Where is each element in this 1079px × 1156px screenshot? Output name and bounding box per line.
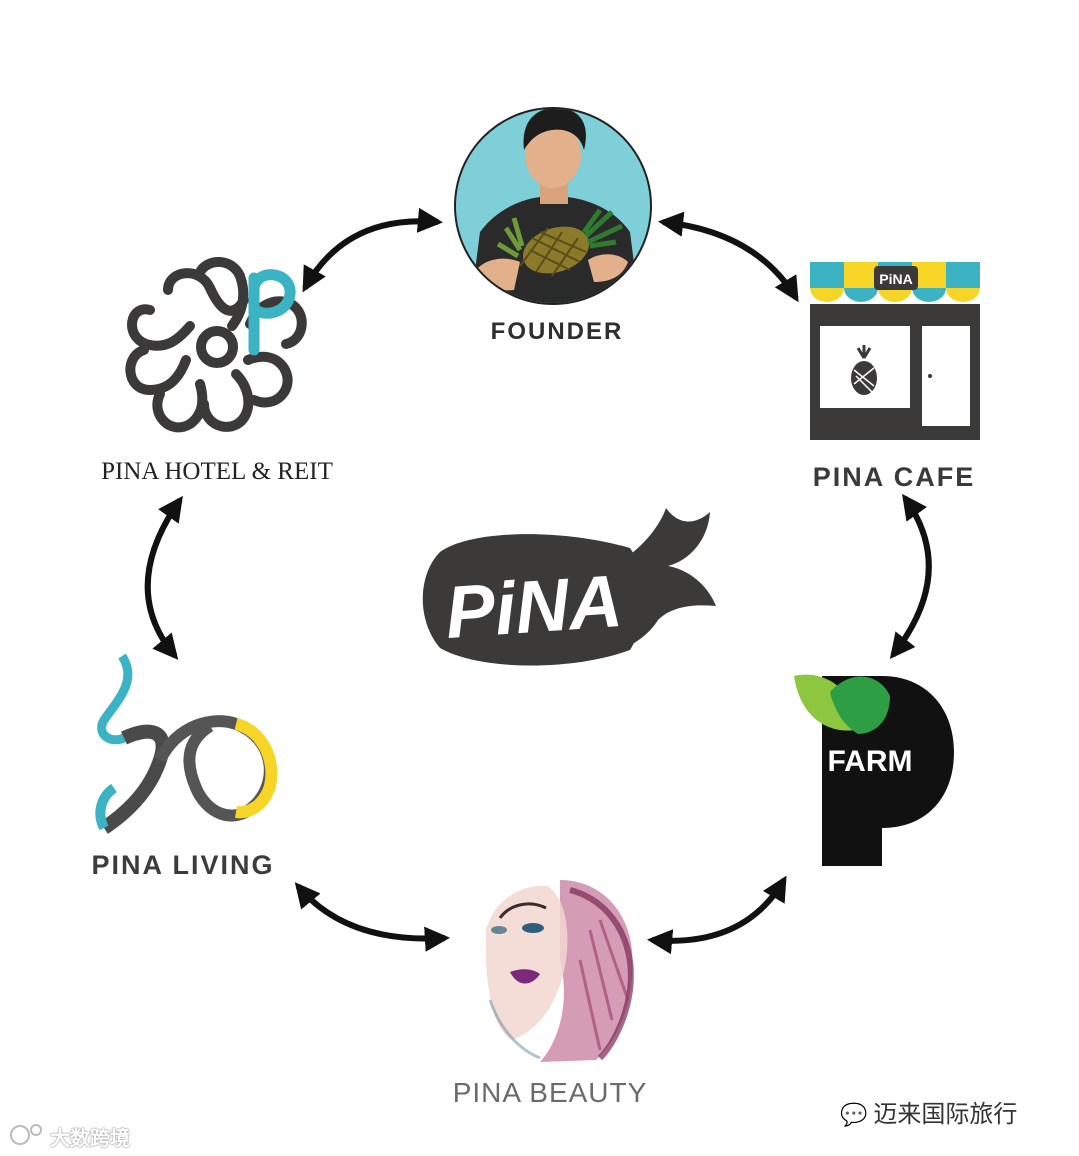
- watermark-right-text: 迈来国际旅行: [873, 1101, 1017, 1128]
- pina-center-logo: PiNA: [423, 508, 716, 666]
- arrow-founder-hotel: [305, 221, 438, 288]
- founder-label: FOUNDER: [491, 318, 624, 346]
- arrow-cafe-farm: [893, 498, 929, 655]
- farm-label: FARM: [828, 745, 913, 778]
- hotel-knot-logo: [130, 262, 301, 427]
- founder-avatar: [450, 100, 660, 310]
- farm-logo: FARM: [794, 675, 954, 866]
- beauty-watercolor-face: [486, 880, 633, 1062]
- center-logo-text: PiNA: [443, 559, 625, 654]
- living-ribbon-logo: [100, 656, 271, 828]
- living-label: PINA LIVING: [91, 850, 274, 881]
- cafe-storefront-icon: PiNA: [810, 262, 980, 440]
- wechat-icon: 💬: [840, 1102, 867, 1127]
- watermark-right: 💬迈来国际旅行: [840, 1094, 1017, 1129]
- cafe-label: PINA CAFE: [813, 462, 976, 493]
- beauty-label: PINA BEAUTY: [453, 1077, 648, 1109]
- watermark-left-text: 大数跨境: [50, 1128, 130, 1150]
- arrow-founder-cafe: [663, 222, 796, 298]
- arrow-beauty-living: [298, 886, 445, 939]
- arrow-farm-beauty: [652, 880, 784, 941]
- arrow-living-hotel: [148, 500, 180, 656]
- hotel-label: PINA HOTEL & REIT: [101, 458, 333, 486]
- watermark-left: 大数跨境: [10, 1122, 130, 1151]
- cafe-sign-text: PiNA: [879, 271, 912, 287]
